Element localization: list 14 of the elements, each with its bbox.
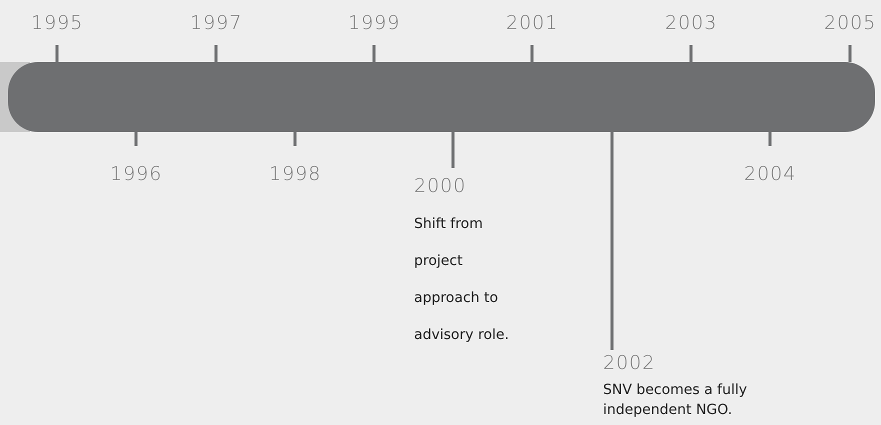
annotation-text: Shift from project approach to advisory role. <box>414 215 510 345</box>
year-label: 2004 <box>744 163 796 185</box>
annotation-text: SNV becomes a fully independent NGO. <box>603 381 748 420</box>
year-label: 2003 <box>665 12 718 34</box>
year-label: 2000 <box>414 175 466 197</box>
year-label: 2005 <box>824 12 876 34</box>
year-label: 1997 <box>190 12 242 34</box>
year-label: 2001 <box>506 12 558 34</box>
year-label: 1998 <box>269 163 322 185</box>
year-label: 1995 <box>31 12 84 34</box>
year-label: 1996 <box>110 163 162 185</box>
year-label: 2002 <box>603 352 656 374</box>
timeline-bar <box>8 62 875 132</box>
year-label: 1999 <box>348 12 400 34</box>
